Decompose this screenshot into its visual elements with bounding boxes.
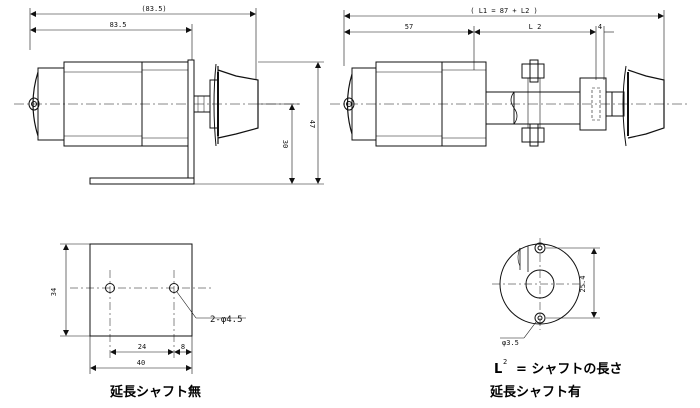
hole-callout: 2-φ4.5: [210, 315, 243, 325]
dim-plate-24: 24: [138, 343, 146, 351]
dim-right-57: 57: [405, 23, 413, 31]
dim-plate-40: 40: [137, 359, 145, 367]
note-shaft-length: = シャフトの長さ: [516, 362, 622, 377]
dim-right-overall: ( L1 = 87 + L2 ): [470, 7, 537, 15]
dim-left-overall: (83.5): [141, 5, 166, 13]
dim-circle-hole: φ3.5: [502, 339, 519, 347]
caption-without-extension: 延長シャフト無: [109, 384, 201, 400]
dim-circle-25-4: 25.4: [579, 276, 587, 293]
dim-left-body: 83.5: [110, 21, 127, 29]
note-superscript: 2: [503, 358, 507, 366]
dim-left-47: 47: [308, 120, 316, 128]
lock-side-view-left: [14, 8, 324, 185]
dim-plate-8: 8: [181, 343, 185, 351]
note-L: L: [494, 362, 502, 377]
shaft-end-view: [492, 238, 600, 339]
dim-left-30: 30: [281, 140, 289, 148]
dim-right-L2: L 2: [529, 23, 542, 31]
caption-with-extension: 延長シャフト有: [489, 384, 581, 400]
lock-side-view-right: [330, 10, 690, 147]
dim-plate-34: 34: [50, 288, 58, 296]
dim-right-4: 4: [598, 23, 602, 31]
mounting-plate-view: [60, 243, 246, 374]
